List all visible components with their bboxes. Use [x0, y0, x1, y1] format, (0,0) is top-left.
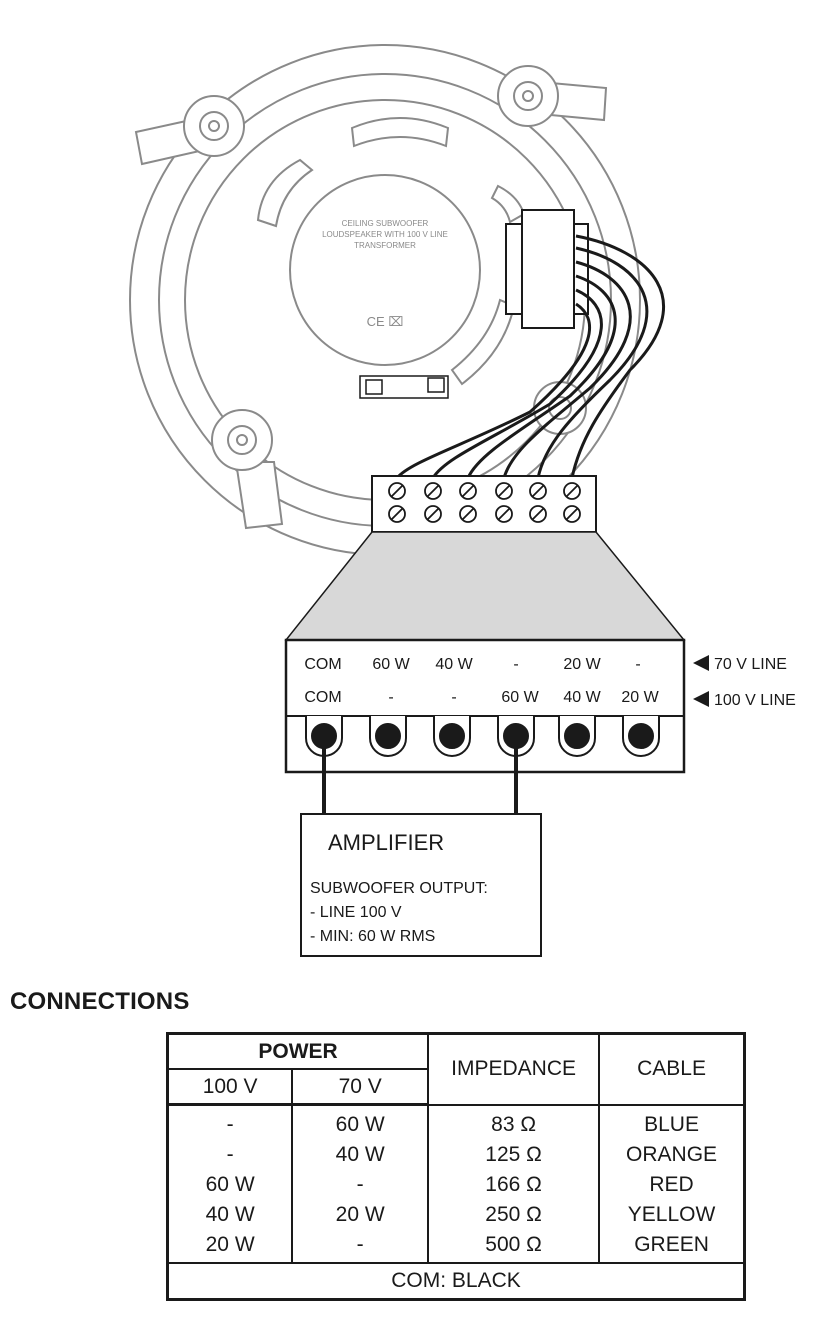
cell-power-100v: 40 W: [166, 1200, 294, 1230]
cell-cable: BLUE: [598, 1104, 746, 1140]
mount-slot: [490, 184, 526, 224]
screw-terminal: [388, 505, 406, 523]
cell-power-70v: 40 W: [291, 1140, 430, 1170]
cell-power-70v: -: [291, 1230, 430, 1264]
table-row: 40 W 20 W 250 Ω YELLOW: [166, 1200, 746, 1230]
cell-power-100v: -: [166, 1104, 294, 1140]
mount-slot: [450, 298, 516, 386]
terminal-socket: [558, 716, 596, 757]
screw-terminal: [424, 482, 442, 500]
cell-power-100v: 20 W: [166, 1230, 294, 1264]
cell-cable: YELLOW: [598, 1200, 746, 1230]
cell-power-70v: 60 W: [291, 1104, 430, 1140]
cell-power-100v: -: [166, 1140, 294, 1170]
screw-terminal: [459, 505, 477, 523]
terminal-socket: [433, 716, 471, 757]
power-header: POWER: [166, 1033, 430, 1070]
amplifier-box: [300, 813, 542, 957]
mount-clip: [134, 95, 245, 166]
mount-clip: [497, 65, 608, 127]
terminal-label: 20 W: [563, 656, 601, 673]
cell-impedance: 166 Ω: [427, 1170, 601, 1200]
cell-power-100v: 60 W: [166, 1170, 294, 1200]
screw-terminal: [424, 505, 442, 523]
screw-terminal: [388, 482, 406, 500]
transformer-wires: [395, 234, 665, 480]
cell-power-70v: 20 W: [291, 1200, 430, 1230]
terminal-label: COM: [304, 656, 341, 673]
terminal-label: 20 W: [621, 689, 659, 706]
terminal-socket: [369, 716, 407, 757]
power-100v-header: 100 V: [166, 1069, 294, 1106]
terminal-label: 40 W: [435, 656, 473, 673]
table-footer-row: COM: BLACK: [166, 1262, 746, 1300]
transformer: [505, 209, 589, 329]
speaker-label-line: TRANSFORMER: [354, 241, 416, 250]
connections-title: CONNECTIONS: [10, 988, 190, 1015]
arrow-left-icon: [693, 655, 709, 671]
terminal-label: -: [388, 689, 393, 706]
table-row: - 60 W 83 Ω BLUE: [166, 1104, 746, 1140]
cell-cable: GREEN: [598, 1230, 746, 1264]
speaker-magnet-cap: [289, 174, 481, 366]
amplifier-spec-line: - LINE 100 V: [310, 904, 402, 921]
terminal-labels-100v: COM - - 60 W 40 W 20 W: [304, 689, 659, 706]
screw-terminal: [495, 482, 513, 500]
line-100v-label: 100 V LINE: [714, 692, 796, 709]
arrow-left-icon: [693, 691, 709, 707]
terminal-label: 60 W: [372, 656, 410, 673]
mount-clip: [211, 409, 284, 530]
amplifier-title: AMPLIFIER: [328, 830, 444, 855]
line-70v-label: 70 V LINE: [714, 656, 787, 673]
amplifier-spec-line: - MIN: 60 W RMS: [310, 928, 435, 945]
mount-slot: [350, 117, 450, 148]
terminal-block-detail: [284, 638, 686, 774]
terminal-socket: [622, 716, 660, 757]
terminal-block-small: [371, 475, 597, 533]
speaker-label-line: CEILING SUBWOOFER: [342, 219, 429, 228]
screw-terminal: [563, 482, 581, 500]
screw-terminal: [529, 505, 547, 523]
cell-impedance: 250 Ω: [427, 1200, 601, 1230]
terminal-label: -: [635, 656, 640, 673]
terminal-label: 40 W: [563, 689, 601, 706]
cell-cable: RED: [598, 1170, 746, 1200]
cell-impedance: 500 Ω: [427, 1230, 601, 1264]
power-70v-header: 70 V: [291, 1069, 430, 1106]
terminal-labels-70v: COM 60 W 40 W - 20 W -: [304, 656, 640, 673]
cell-impedance: 83 Ω: [427, 1104, 601, 1140]
screw-terminal: [529, 482, 547, 500]
zoom-projection: [284, 531, 686, 641]
cable-header: CABLE: [598, 1033, 746, 1106]
table-row: 20 W - 500 Ω GREEN: [166, 1230, 746, 1264]
cell-cable: ORANGE: [598, 1140, 746, 1170]
wiring-diagram: CEILING SUBWOOFER LOUDSPEAKER WITH 100 V…: [129, 44, 796, 957]
impedance-header: IMPEDANCE: [427, 1033, 601, 1106]
table-row: 60 W - 166 Ω RED: [166, 1170, 746, 1200]
terminal-label: -: [513, 656, 518, 673]
cell-impedance: 125 Ω: [427, 1140, 601, 1170]
terminal-label: COM: [304, 689, 341, 706]
com-cable-note: COM: BLACK: [166, 1262, 746, 1300]
speaker-certification-marks: CE ⌧: [367, 314, 404, 329]
screw-terminal: [459, 482, 477, 500]
amplifier-spec-line: SUBWOOFER OUTPUT:: [310, 880, 488, 897]
cell-power-70v: -: [291, 1170, 430, 1200]
screw-terminal: [563, 505, 581, 523]
mount-slot: [256, 158, 314, 228]
speaker-label-line: LOUDSPEAKER WITH 100 V LINE: [322, 230, 448, 239]
table-row: - 40 W 125 Ω ORANGE: [166, 1140, 746, 1170]
terminal-label: 60 W: [501, 689, 539, 706]
speaker-connector: [359, 375, 449, 399]
connections-table: POWER IMPEDANCE CABLE 100 V 70 V - 60 W …: [166, 1032, 746, 1301]
screw-terminal: [495, 505, 513, 523]
terminal-label: -: [451, 689, 456, 706]
